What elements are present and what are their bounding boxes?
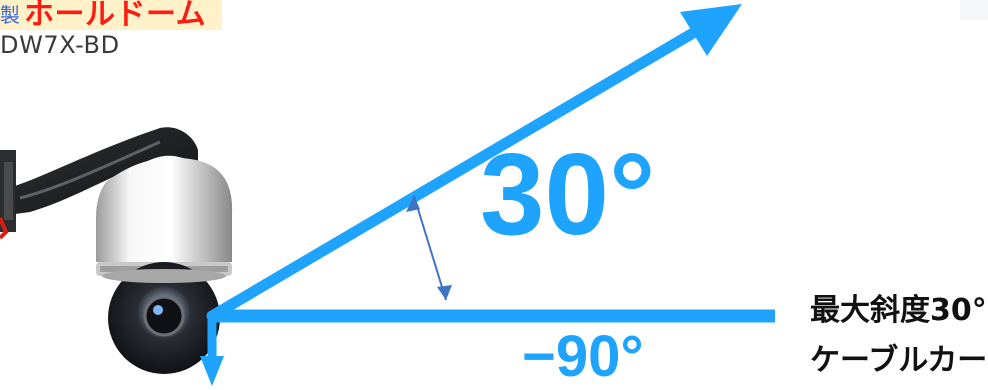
tilt-rays [200,4,775,386]
model-code: DW7X-BD [0,31,120,59]
angle-indicator [406,195,452,301]
lower-angle-value: −90° [522,324,644,389]
camera-arm [15,127,198,214]
brand-name: ホールドーム [24,0,207,32]
angle-indicator-line [413,195,447,301]
title-strip: 製 ホールドーム [0,0,222,32]
angle-value: 30° [480,129,656,259]
camera-lens [143,295,185,337]
corner-mark [960,0,988,20]
camera-arm-highlight [19,140,161,200]
downward-arrowhead-icon [200,356,224,386]
brand-prefix: 製 [0,3,20,27]
camera-housing [96,157,233,262]
upward-ray [206,20,711,322]
upward-arrowhead-icon [680,4,742,56]
camera-dome-rim [102,269,226,283]
camera-plate-highlight [4,162,13,220]
angle-indicator-head-icon [406,196,420,212]
camera-lens-glare [153,305,163,315]
category-label: ケーブルカー [810,343,988,378]
red-marker [0,217,9,240]
spec-label: 最大斜度30° [810,293,987,328]
dome-camera-illustration [0,127,233,374]
angle-indicator-tail-icon [437,285,452,300]
